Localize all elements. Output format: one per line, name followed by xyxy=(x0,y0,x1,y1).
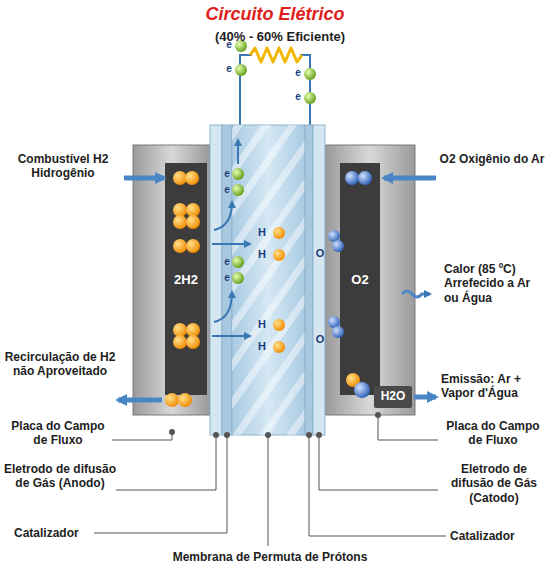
electron-label-box: e xyxy=(222,256,232,268)
electron-label-box: e xyxy=(222,184,232,196)
proton-label-box: H xyxy=(256,318,268,331)
gas-chamber: 2H2 xyxy=(165,163,207,395)
electron-label-box: e xyxy=(292,67,304,79)
outlet-label-box: Recirculação de H2 não Aproveitado xyxy=(4,350,116,379)
outlet-label: Emissão: Ar + Vapor d'Água xyxy=(441,372,521,400)
heat-label: Calor (85 ºC) Arrefecido a Ar ou Água xyxy=(444,262,530,305)
inlet-label-box: Combustível H2 Hidrogênio xyxy=(2,152,124,181)
oxygen-label-box: O xyxy=(314,247,326,260)
part-name-box: Placa do Campo de Fluxo xyxy=(441,419,545,448)
inlet-label: Combustível H2 Hidrogênio xyxy=(18,152,109,180)
electron-label: e xyxy=(295,67,301,78)
electron-label: e xyxy=(224,272,230,283)
part-name-box: Eletrodo de difusão de Gás (Catodo) xyxy=(440,462,548,505)
proton-label: H xyxy=(258,340,266,352)
electron-label-box: e xyxy=(223,39,235,51)
title-box: Circuito Elétrico xyxy=(0,4,550,25)
part-name-box: Placa do Campo de Fluxo xyxy=(6,419,110,448)
gas-chamber: O2 xyxy=(340,163,380,395)
proton-label: H xyxy=(258,318,266,330)
part-name: Catalizador xyxy=(14,526,79,540)
electron-label: e xyxy=(224,256,230,267)
part-name: Eletrodo de difusão de Gás (Anodo) xyxy=(4,462,116,490)
proton-label: H xyxy=(258,248,266,260)
part-name: Membrana de Permuta de Prótons xyxy=(173,550,368,564)
molecule-label: H2O xyxy=(381,389,406,403)
electron-label-box: e xyxy=(222,272,232,284)
efficiency-note-box: (40% - 60% Eficiente) xyxy=(175,29,385,45)
part-name-box: Eletrodo de difusão de Gás (Anodo) xyxy=(4,462,116,491)
electron-label: e xyxy=(226,63,232,74)
proton-label-box: H xyxy=(256,226,268,239)
electron-label: e xyxy=(295,91,301,102)
oxygen-label-box: O xyxy=(314,333,326,346)
electron-label-box: e xyxy=(223,63,235,75)
electron-label: e xyxy=(226,39,232,50)
diagram-title: Circuito Elétrico xyxy=(205,4,344,24)
part-name-box: Catalizador xyxy=(14,526,94,540)
part-name-box: Membrana de Permuta de Prótons xyxy=(140,550,400,564)
oxygen-label: O xyxy=(316,247,325,259)
inlet-label-box: O2 Oxigênio do Ar xyxy=(438,152,546,166)
efficiency-note: (40% - 60% Eficiente) xyxy=(215,29,345,44)
oxygen-label: O xyxy=(316,333,325,345)
heat-label-box: Calor (85 ºC) Arrefecido a Ar ou Água xyxy=(444,262,546,305)
electron-label-box: e xyxy=(222,168,232,180)
outlet-label-box: Emissão: Ar + Vapor d'Água xyxy=(441,372,547,401)
chamber-label: 2H2 xyxy=(174,272,198,287)
molecule-label-box: H2O xyxy=(374,389,412,403)
electron-label: e xyxy=(224,168,230,179)
part-name: Placa do Campo de Fluxo xyxy=(11,419,104,447)
proton-label-box: H xyxy=(256,340,268,353)
part-name: Placa do Campo de Fluxo xyxy=(446,419,539,447)
part-name-box: Catalizador xyxy=(450,529,540,543)
part-name: Catalizador xyxy=(450,529,515,543)
chamber-label: O2 xyxy=(351,272,368,287)
part-name: Eletrodo de difusão de Gás (Catodo) xyxy=(451,462,537,505)
proton-label-box: H xyxy=(256,248,268,261)
outlet-label: Recirculação de H2 não Aproveitado xyxy=(5,350,116,378)
inlet-label: O2 Oxigênio do Ar xyxy=(440,152,545,166)
proton-label: H xyxy=(258,226,266,238)
electron-label: e xyxy=(224,184,230,195)
electron-label-box: e xyxy=(292,91,304,103)
